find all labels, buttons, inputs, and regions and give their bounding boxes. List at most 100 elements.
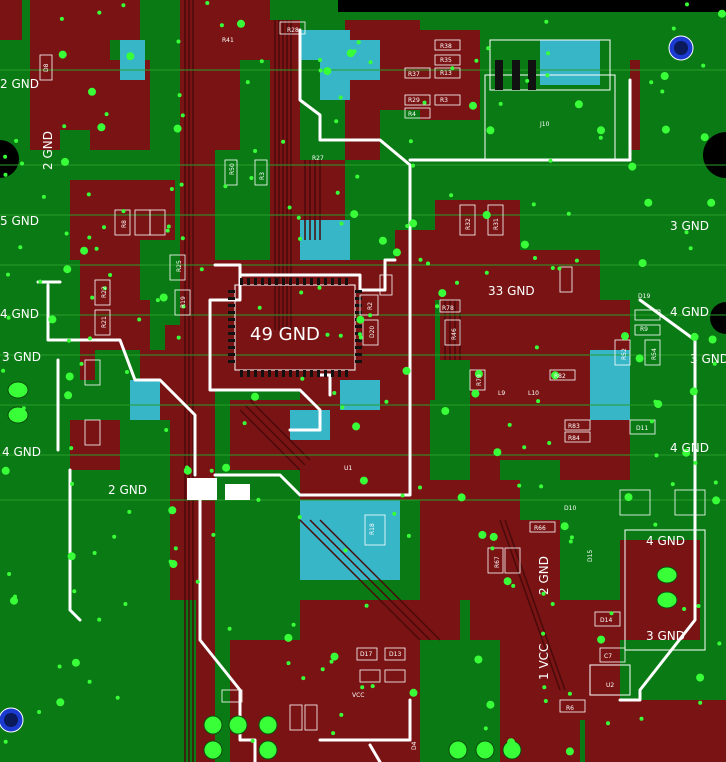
via: [550, 266, 555, 270]
via: [340, 405, 345, 410]
via: [297, 515, 302, 520]
via: [259, 59, 264, 64]
via: [123, 602, 128, 606]
via: [1, 466, 10, 475]
via: [358, 332, 362, 337]
via: [531, 202, 536, 207]
ref-r6: R6: [566, 705, 574, 712]
via: [256, 497, 261, 502]
via: [539, 484, 544, 489]
via: [517, 483, 522, 488]
mcu-pin: [355, 346, 362, 349]
via: [121, 209, 126, 214]
net-labels: 2 GND 2 GND 5 GND 4 GND 3 GND 4 GND 2 GN…: [0, 77, 726, 680]
via: [565, 747, 574, 756]
via: [79, 361, 84, 366]
ref-u2: U2: [606, 682, 614, 689]
connector-u2-outline: [589, 664, 631, 696]
ref-r84: R84: [568, 435, 580, 442]
via: [370, 684, 375, 689]
via: [87, 679, 92, 684]
via: [350, 210, 359, 219]
via: [356, 40, 361, 45]
via: [287, 205, 292, 210]
via: [520, 240, 529, 249]
via: [698, 700, 703, 705]
via: [606, 721, 610, 726]
ref-r83: R83: [568, 423, 580, 430]
via: [222, 463, 231, 472]
net-label-gnd2-mid: 2 GND: [108, 483, 147, 497]
via: [115, 695, 120, 700]
ref-r28a: R28: [287, 27, 299, 34]
via: [199, 267, 204, 272]
ref-r67: R67: [494, 556, 501, 568]
via: [639, 716, 644, 721]
mcu-pin: [317, 370, 320, 377]
via: [164, 428, 169, 432]
net-label-gnd4-right-lower: 4 GND: [670, 441, 709, 455]
through-hole-pads: [7, 381, 678, 760]
via: [649, 80, 654, 85]
via: [18, 245, 23, 250]
via: [90, 295, 95, 300]
via: [486, 46, 491, 51]
via: [318, 58, 322, 62]
ref-r19: R19: [180, 296, 187, 308]
via: [544, 19, 549, 24]
via: [408, 139, 413, 144]
mcu-pin: [338, 278, 341, 285]
via: [418, 485, 422, 490]
ref-r4: R4: [408, 111, 416, 118]
via: [364, 603, 369, 608]
mcu-pin: [317, 278, 320, 285]
via: [409, 219, 418, 228]
via: [21, 406, 26, 411]
ref-d17: D17: [360, 651, 372, 658]
mcu-pin: [247, 278, 250, 285]
via: [108, 273, 113, 277]
via: [179, 182, 184, 187]
via: [484, 270, 489, 275]
via: [250, 738, 255, 743]
mcu-pin: [282, 370, 285, 377]
via: [209, 468, 214, 473]
via: [422, 100, 427, 105]
via: [493, 448, 502, 457]
ref-vcc-small: VCC: [352, 692, 364, 699]
via: [66, 338, 71, 343]
net-label-gnd3-right-top: 3 GND: [670, 219, 709, 233]
via: [653, 522, 658, 527]
regulator-outline: [489, 39, 611, 91]
mcu-pin: [228, 311, 235, 314]
via: [177, 93, 182, 98]
via: [450, 66, 455, 71]
mcu-pin: [254, 370, 257, 377]
via: [547, 441, 552, 445]
via: [102, 225, 106, 230]
via: [137, 317, 142, 322]
via: [173, 546, 178, 551]
via: [41, 194, 46, 199]
connector-right-outline: [624, 529, 706, 651]
via: [331, 731, 336, 736]
board-notch-right-bottom: [710, 302, 726, 334]
via: [334, 119, 339, 124]
mcu-pin: [355, 353, 362, 356]
via: [298, 236, 302, 241]
via: [557, 266, 562, 271]
via: [551, 371, 560, 380]
mcu-pin: [228, 325, 235, 328]
via: [317, 285, 322, 290]
via: [61, 157, 69, 166]
via: [713, 480, 718, 485]
via: [180, 113, 185, 118]
via: [378, 236, 387, 245]
via: [455, 280, 459, 285]
via: [474, 58, 479, 63]
via: [541, 591, 546, 596]
mcu-pin: [247, 370, 250, 377]
via: [195, 579, 200, 584]
mcu-pin: [254, 278, 257, 285]
ref-r18: R18: [369, 523, 376, 535]
